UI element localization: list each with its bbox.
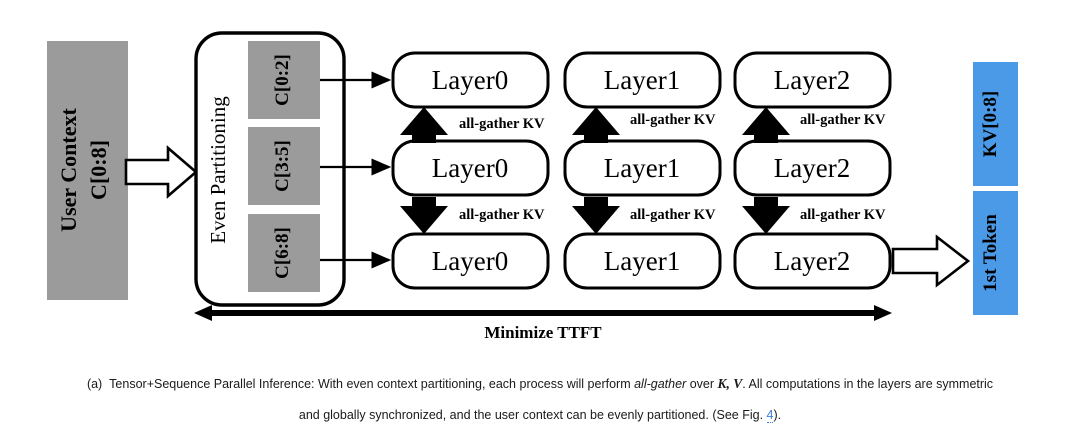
minimize-ttft-arrow: Minimize TTFT xyxy=(194,305,892,342)
layer-box-r1c0[interactable]: Layer0 xyxy=(391,139,550,197)
caption-tag: (a) xyxy=(86,377,103,391)
even-partitioning-panel: Even Partitioning C[0:2] C[3:5] C[6:8] xyxy=(194,31,346,307)
layer-box-r1c1-label: Layer1 xyxy=(604,153,680,183)
allgather-up-label-col0: all-gather KV xyxy=(459,116,545,132)
partition-chunk-1: C[3:5] xyxy=(248,127,320,205)
figure-caption: (a) Tensor+Sequence Parallel Inference: … xyxy=(0,368,1080,431)
allgather-down-arrow-icon-col2 xyxy=(742,197,790,234)
allgather-down-label-col2: all-gather KV xyxy=(800,207,886,223)
allgather-down-arrow-icon-col1 xyxy=(572,197,620,234)
allgather-down-arrow-icon-col0 xyxy=(400,197,448,234)
user-context-line1: User Context xyxy=(56,108,81,232)
output-kv-label: KV[0:8] xyxy=(980,91,1001,157)
user-context-block: User Context C[0:8] xyxy=(47,41,128,300)
layer-box-r1c0-label: Layer0 xyxy=(432,153,508,183)
allgather-up-arrow-icon-col1 xyxy=(572,107,620,143)
allgather-down-label-col1: all-gather KV xyxy=(630,207,716,223)
layer-box-r1c2-label: Layer2 xyxy=(774,153,850,183)
layer-row-1: Layer0 Layer1 Layer2 xyxy=(391,139,892,197)
layer-row-0: Layer0 Layer1 Layer2 xyxy=(391,51,892,109)
partition-to-layer-connectors xyxy=(320,71,392,269)
caption-math-kv: K, V xyxy=(717,376,743,391)
layer-box-r2c0-label: Layer0 xyxy=(432,246,508,276)
layer-box-r1c2[interactable]: Layer2 xyxy=(733,139,892,197)
layer-box-r2c0[interactable]: Layer0 xyxy=(391,232,550,290)
allgather-up-label-col2: all-gather KV xyxy=(800,112,886,128)
caption-line2-part2: ). xyxy=(773,408,782,422)
layer-box-r0c0-label: Layer0 xyxy=(432,65,508,95)
partition-chunk-0-label: C[0:2] xyxy=(272,54,293,106)
caption-text-part1: Tensor+Sequence Parallel Inference: With… xyxy=(109,377,635,391)
partition-chunk-0: C[0:2] xyxy=(248,41,320,119)
allgather-down-label-col0: all-gather KV xyxy=(459,207,545,223)
context-to-partition-arrow-icon xyxy=(124,145,198,199)
partition-chunk-2: C[6:8] xyxy=(248,214,320,292)
user-context-line2: C[0:8] xyxy=(86,140,111,200)
caption-text-part3: . All computations in the layers are sym… xyxy=(742,377,994,391)
output-kv-panel: KV[0:8] xyxy=(973,62,1018,186)
allgather-up-arrows xyxy=(400,107,790,143)
output-token-panel: 1st Token xyxy=(973,191,1018,315)
architecture-diagram: User Context C[0:8] Even Partitioning C[… xyxy=(47,31,1018,342)
layer-box-r0c2-label: Layer2 xyxy=(774,65,850,95)
allgather-down-arrows xyxy=(400,197,790,234)
layer-box-r2c2-label: Layer2 xyxy=(774,246,850,276)
layer-box-r2c2[interactable]: Layer2 xyxy=(733,232,892,290)
partition-chunk-1-label: C[3:5] xyxy=(272,140,293,192)
caption-text-part2: over xyxy=(686,377,718,391)
layer-box-r0c0[interactable]: Layer0 xyxy=(391,51,550,109)
allgather-up-arrow-icon-col2 xyxy=(742,107,790,143)
figure-reference-link[interactable]: 4 xyxy=(766,408,774,423)
layer-box-r0c1-label: Layer1 xyxy=(604,65,680,95)
even-partitioning-label: Even Partitioning xyxy=(206,96,230,244)
caption-italic-allgather: all-gather xyxy=(634,377,687,391)
caption-line2-part1: and globally synchronized, and the user … xyxy=(298,408,767,422)
layer-box-r0c1[interactable]: Layer1 xyxy=(563,51,722,109)
layer-to-token-arrow-icon xyxy=(891,234,971,288)
layer-box-r0c2[interactable]: Layer2 xyxy=(733,51,892,109)
allgather-up-label-col1: all-gather KV xyxy=(630,112,716,128)
caption-line-1: (a) Tensor+Sequence Parallel Inference: … xyxy=(0,368,1080,400)
layer-box-r2c1[interactable]: Layer1 xyxy=(563,232,722,290)
allgather-up-arrow-icon-col0 xyxy=(400,107,448,143)
output-token-label: 1st Token xyxy=(980,214,1001,292)
layer-box-r1c1[interactable]: Layer1 xyxy=(563,139,722,197)
partition-chunk-2-label: C[6:8] xyxy=(272,227,293,279)
layer-box-r2c1-label: Layer1 xyxy=(604,246,680,276)
minimize-ttft-label: Minimize TTFT xyxy=(484,323,602,342)
caption-line-2: and globally synchronized, and the user … xyxy=(0,400,1080,431)
layer-row-2: Layer0 Layer1 Layer2 xyxy=(391,232,892,290)
